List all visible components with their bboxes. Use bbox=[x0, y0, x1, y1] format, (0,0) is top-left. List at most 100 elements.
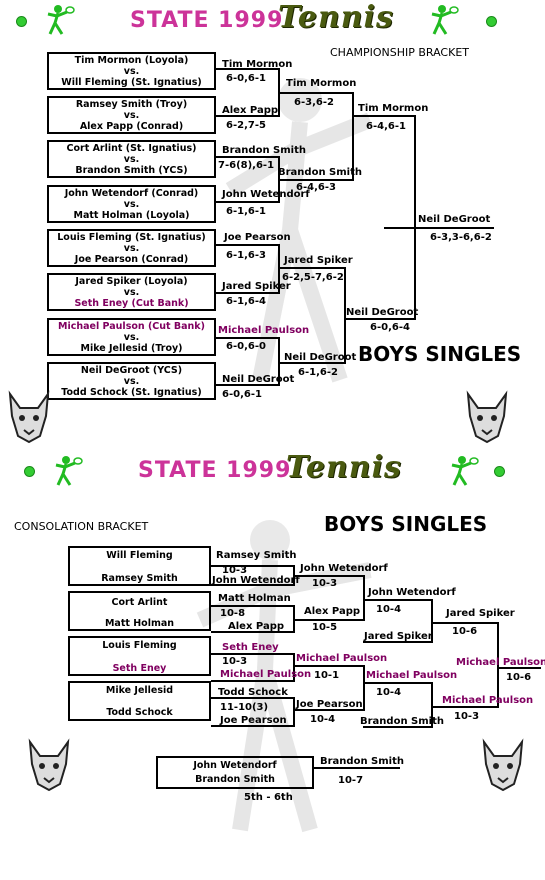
bracket-line bbox=[278, 337, 280, 386]
bracket-line bbox=[216, 156, 280, 158]
player-name: Ramsey Smith bbox=[101, 573, 178, 584]
player-name: Seth Eney (Cut Bank) bbox=[74, 298, 189, 309]
winner-name: Neil DeGroot bbox=[222, 374, 295, 385]
winner-name: Jared Spiker bbox=[284, 255, 353, 266]
bracket-line bbox=[211, 725, 295, 727]
winner-name: Neil DeGroot bbox=[346, 307, 419, 318]
match-score: 6-4,6-1 bbox=[366, 121, 406, 132]
vs-text: vs. bbox=[123, 287, 140, 298]
player-name: Mike Jellesid (Troy) bbox=[80, 343, 183, 354]
match-score: 6-2,7-5 bbox=[226, 120, 266, 131]
player-name: Brandon Smith (YCS) bbox=[75, 165, 188, 176]
wolf-mascot-icon bbox=[28, 738, 70, 792]
bracket-line bbox=[293, 709, 365, 711]
vs-text: vs. bbox=[123, 66, 140, 77]
player-name: Will Fleming (St. Ignatius) bbox=[61, 77, 202, 88]
match-box: Louis Fleming (St. Ignatius) vs. Joe Pea… bbox=[47, 229, 216, 267]
winner-name: Jared Spiker bbox=[446, 608, 515, 619]
player-name: Joe Pearson (Conrad) bbox=[74, 254, 189, 265]
match-score: 10-4 bbox=[376, 604, 402, 615]
page-title-tennis: Tennis bbox=[286, 450, 402, 485]
bracket-line bbox=[314, 767, 400, 769]
player-name: Todd Schock (St. Ignatius) bbox=[61, 387, 202, 398]
match-box: Cort Arlint Matt Holman bbox=[68, 591, 211, 631]
consolation-winner-score: 10-6 bbox=[506, 672, 532, 683]
tennis-player-icon bbox=[431, 5, 459, 35]
match-score: 7-6(8),6-1 bbox=[218, 160, 275, 171]
tennis-player-icon bbox=[55, 456, 83, 486]
bracket-line bbox=[431, 706, 499, 708]
tennis-ball-icon bbox=[486, 16, 497, 27]
player-name: Cort Arlint bbox=[111, 597, 168, 608]
page-title-state: STATE 1999 bbox=[130, 8, 284, 33]
match-score: 10-4 bbox=[310, 714, 336, 725]
bracket-line bbox=[278, 244, 280, 294]
bracket-line bbox=[216, 337, 280, 339]
bracket-line bbox=[363, 682, 433, 684]
winner-name: Tim Mormon bbox=[286, 78, 357, 89]
bracket-line bbox=[216, 68, 280, 70]
wolf-mascot-icon bbox=[482, 738, 524, 792]
player-name: Jared Spiker (Loyola) bbox=[75, 276, 188, 287]
player-name: Alex Papp (Conrad) bbox=[79, 121, 184, 132]
player-name: Michael Paulson (Cut Bank) bbox=[58, 321, 205, 332]
match-score: 6-0,6-4 bbox=[370, 322, 410, 333]
winner-name: Brandon Smith bbox=[278, 167, 362, 178]
wolf-mascot-icon bbox=[8, 390, 50, 444]
bracket-line bbox=[497, 622, 499, 708]
bracket-line bbox=[352, 92, 354, 181]
player-name: Brandon Smith bbox=[195, 774, 275, 785]
vs-text: vs. bbox=[123, 376, 140, 387]
winner-name: John Wetendorf bbox=[300, 563, 388, 574]
bracket-line bbox=[293, 619, 365, 621]
bracket-line bbox=[363, 665, 365, 711]
player-name: Matt Holman (Loyola) bbox=[73, 210, 190, 221]
match-box: Tim Mormon (Loyola) vs. Will Fleming (St… bbox=[47, 52, 216, 90]
bracket-line bbox=[216, 384, 280, 386]
bracket-line bbox=[363, 641, 433, 643]
bracket-line bbox=[211, 584, 295, 586]
bracket-label: CHAMPIONSHIP BRACKET bbox=[330, 46, 469, 59]
winner-name: Joe Pearson bbox=[220, 715, 287, 726]
player-name: Tim Mormon (Loyola) bbox=[74, 55, 189, 66]
bracket-line bbox=[363, 599, 433, 601]
player-name: Matt Holman bbox=[104, 618, 175, 629]
page-title-state: STATE 1999 bbox=[138, 458, 292, 483]
bracket-line bbox=[497, 667, 541, 669]
bracket-line bbox=[293, 665, 365, 667]
match-score: 6-0,6-1 bbox=[226, 73, 266, 84]
bracket-line bbox=[293, 653, 295, 682]
bracket-line bbox=[216, 201, 280, 203]
bracket-line bbox=[211, 653, 295, 655]
match-score: 10-3 bbox=[222, 565, 248, 576]
player-name: John Wetendorf bbox=[193, 760, 277, 771]
winner-name: Alex Papp bbox=[222, 105, 279, 116]
winner-name: Brandon Smith bbox=[222, 145, 306, 156]
winner-name: Brandon Smith bbox=[360, 716, 444, 727]
winner-name: John Wetendorf bbox=[222, 189, 310, 200]
match-box: Louis Fleming Seth Eney bbox=[68, 636, 211, 676]
bracket-line bbox=[293, 697, 295, 727]
winner-name: Michael Paulson bbox=[366, 670, 458, 681]
match-score: 10-6 bbox=[452, 626, 478, 637]
player-name: Louis Fleming bbox=[102, 640, 177, 651]
match-box: Neil DeGroot (YCS) vs. Todd Schock (St. … bbox=[47, 362, 216, 400]
bracket-line bbox=[216, 115, 280, 117]
vs-text: vs. bbox=[123, 199, 140, 210]
winner-name: Joe Pearson bbox=[296, 699, 363, 710]
tennis-ball-icon bbox=[24, 466, 35, 477]
tennis-player-icon bbox=[47, 5, 75, 35]
vs-text: vs. bbox=[123, 332, 140, 343]
player-name: John Wetendorf (Conrad) bbox=[64, 188, 199, 199]
match-score: 6-0,6-1 bbox=[222, 389, 262, 400]
match-score: 10-3 bbox=[312, 578, 338, 589]
winner-name: Joe Pearson bbox=[224, 232, 291, 243]
match-box: Michael Paulson (Cut Bank) vs. Mike Jell… bbox=[47, 318, 216, 356]
bracket-line bbox=[211, 680, 295, 682]
match-box: John Wetendorf (Conrad) vs. Matt Holman … bbox=[47, 185, 216, 223]
bracket-line bbox=[216, 292, 280, 294]
wolf-mascot-icon bbox=[466, 390, 508, 444]
match-box: Cort Arlint (St. Ignatius) vs. Brandon S… bbox=[47, 140, 216, 178]
bracket-line bbox=[384, 227, 494, 229]
player-name: Todd Schock bbox=[106, 707, 173, 718]
